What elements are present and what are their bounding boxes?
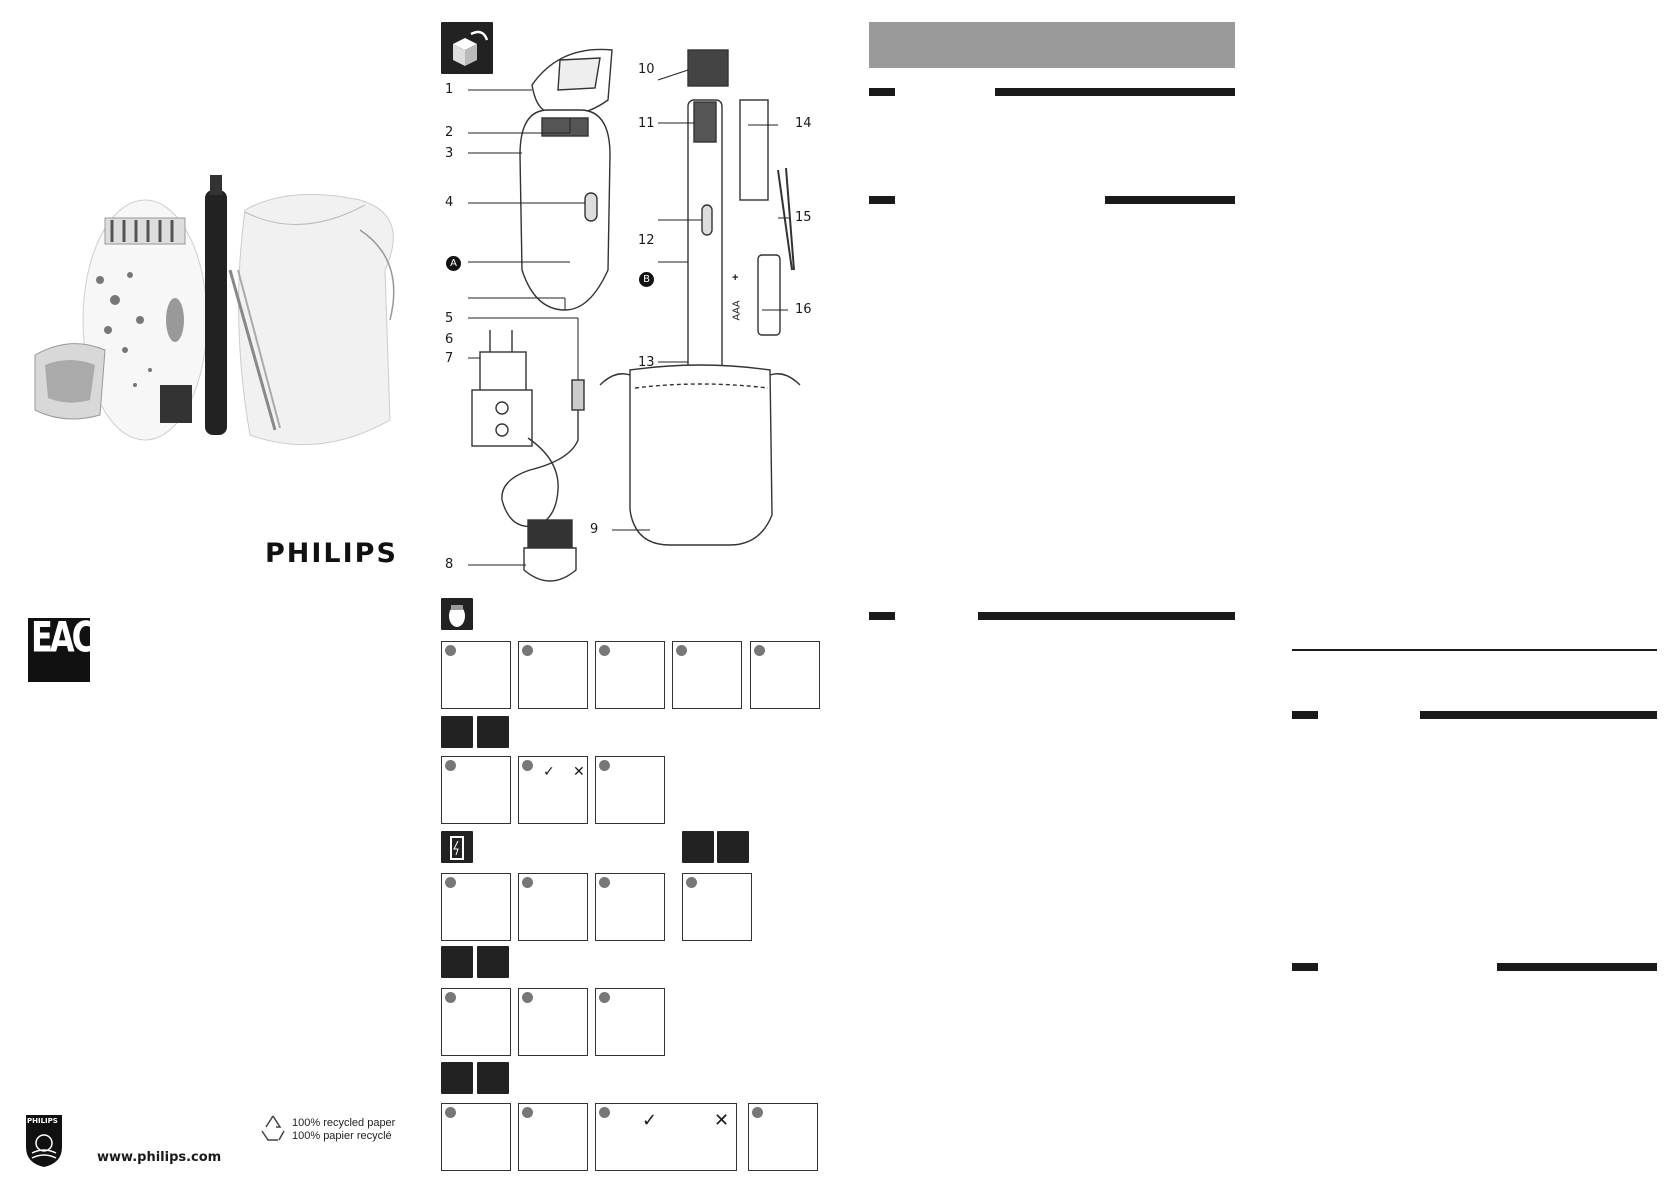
step-panel-epilator-5 — [750, 641, 820, 709]
step-panel-trimclean-2 — [518, 1103, 588, 1171]
trimmer-icon — [717, 831, 749, 863]
eac-mark: EAC — [28, 612, 95, 682]
section-heading-rule-3 — [978, 612, 1235, 620]
epilator-head-icon — [441, 598, 473, 630]
callout-2: 2 — [445, 125, 454, 140]
callout-4: 4 — [445, 195, 454, 210]
section-heading-tag-3 — [869, 612, 895, 620]
box-unpack-icon — [441, 22, 493, 74]
callout-3: 3 — [445, 146, 454, 161]
step-panel-eyebrow-1 — [441, 988, 511, 1056]
section-heading-rule-5 — [1497, 963, 1657, 971]
product-photo — [30, 170, 400, 460]
callout-7: 7 — [445, 351, 454, 366]
marker-b: B — [639, 272, 654, 287]
header-band — [869, 22, 1235, 68]
callout-15: 15 — [795, 210, 812, 225]
step-panel-epilator-1 — [441, 641, 511, 709]
step-panel-face-1 — [682, 873, 752, 941]
section-heading-tag-4 — [1292, 711, 1318, 719]
check-icon: ✓ — [543, 763, 555, 779]
section-heading-rule-2 — [1105, 196, 1235, 204]
section-heading-rule-1 — [995, 88, 1235, 96]
step-panel-eyebrow-3 — [595, 988, 665, 1056]
step-panel-battery-1 — [441, 873, 511, 941]
step-panel-epilator-4 — [672, 641, 742, 709]
step-panel-eyebrow-2 — [518, 988, 588, 1056]
step-panel-clean-1 — [441, 756, 511, 824]
check-icon-2: ✓ — [642, 1110, 658, 1130]
callout-11: 11 — [638, 116, 655, 131]
battery-icon — [441, 831, 473, 863]
section-heading-tag-2 — [869, 196, 895, 204]
recycle-icon — [258, 1113, 288, 1143]
battery-plus: + — [732, 272, 739, 284]
brush-icon-2 — [441, 1062, 473, 1094]
face-icon — [682, 831, 714, 863]
parts-diagram — [440, 40, 820, 600]
callout-14: 14 — [795, 116, 812, 131]
callout-1: 1 — [445, 82, 454, 97]
callout-16: 16 — [795, 302, 812, 317]
website-url[interactable]: www.philips.com — [97, 1150, 222, 1165]
section-heading-rule-4 — [1420, 711, 1657, 719]
callout-10: 10 — [638, 62, 655, 77]
callout-8: 8 — [445, 557, 454, 572]
callout-9: 9 — [590, 522, 599, 537]
step-panel-epilator-3 — [595, 641, 665, 709]
step-panel-battery-2 — [518, 873, 588, 941]
brush-icon — [441, 716, 473, 748]
tap-icon — [477, 716, 509, 748]
philips-wordmark: PHILIPS — [265, 538, 398, 569]
recycled-paper-note: 100% recycled paper 100% papier recyclé — [292, 1117, 396, 1142]
step-panel-epilator-2 — [518, 641, 588, 709]
tap-icon-2 — [477, 1062, 509, 1094]
callout-6: 6 — [445, 332, 454, 347]
step-panel-clean-2: ✓ ✕ — [518, 756, 588, 824]
callout-5: 5 — [445, 311, 454, 326]
philips-shield-logo: PHILIPS — [24, 1113, 64, 1169]
step-panel-clean-3 — [595, 756, 665, 824]
eyebrow-icon — [441, 946, 473, 978]
callout-12: 12 — [638, 233, 655, 248]
section-heading-tag-5 — [1292, 963, 1318, 971]
column-divider — [1292, 649, 1657, 651]
cross-icon-2: ✕ — [714, 1110, 730, 1130]
step-panel-trimclean-1 — [441, 1103, 511, 1171]
step-panel-trimclean-4 — [748, 1103, 818, 1171]
battery-label: AAA — [731, 300, 743, 321]
step-panel-battery-3 — [595, 873, 665, 941]
cross-icon: ✕ — [573, 763, 585, 779]
section-heading-tag-1 — [869, 88, 895, 96]
step-panel-trimclean-3: ✓ ✕ — [595, 1103, 737, 1171]
comb-icon — [477, 946, 509, 978]
callout-13: 13 — [638, 355, 655, 370]
marker-a: A — [446, 256, 461, 271]
